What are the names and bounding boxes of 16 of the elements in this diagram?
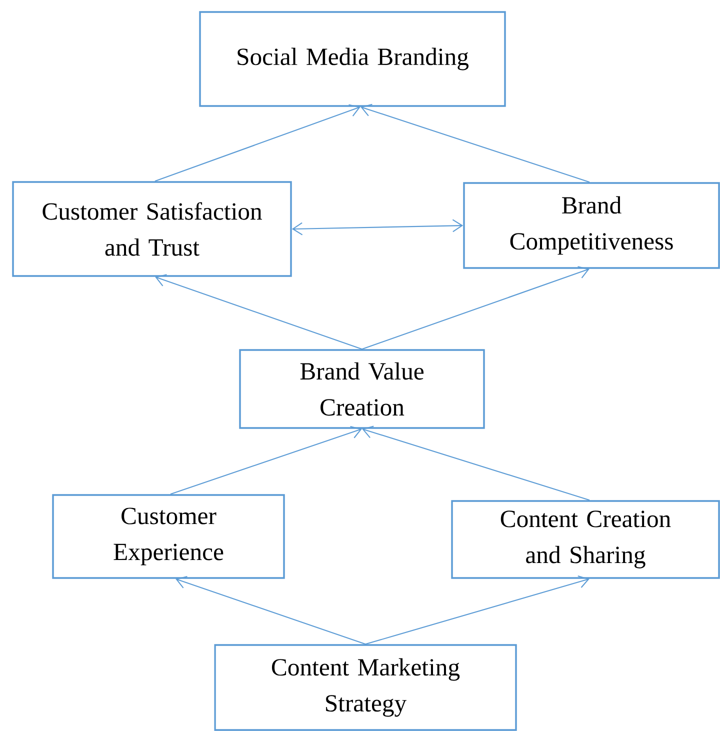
process-box: Content Marketing Strategy bbox=[214, 644, 517, 731]
arrow bbox=[360, 104, 590, 183]
process-box: Social Media Branding bbox=[199, 11, 506, 107]
arrow bbox=[170, 426, 362, 495]
process-box: Customer Satisfaction and Trust bbox=[12, 181, 292, 277]
process-box: Brand Competitiveness bbox=[463, 182, 720, 269]
arrow bbox=[154, 104, 360, 182]
arrow bbox=[362, 266, 590, 350]
process-box: Customer Experience bbox=[52, 494, 285, 579]
process-box: Brand Value Creation bbox=[239, 349, 485, 429]
arrow bbox=[176, 576, 366, 645]
process-box: Content Creation and Sharing bbox=[451, 500, 720, 579]
arrow bbox=[292, 219, 464, 236]
arrow bbox=[362, 426, 590, 501]
arrow bbox=[155, 274, 362, 350]
arrow bbox=[365, 575, 590, 645]
